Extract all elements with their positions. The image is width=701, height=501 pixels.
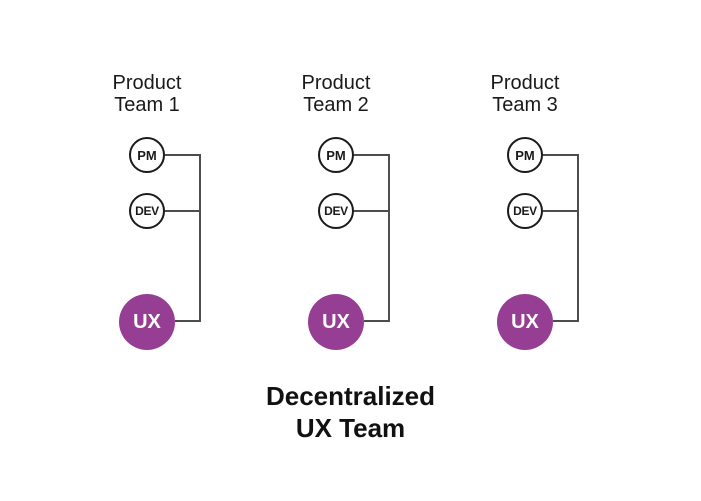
connector-pm-line-1: [165, 154, 201, 156]
team-title-3: Product Team 3: [465, 72, 585, 116]
ux-circle-2: UX: [308, 294, 364, 350]
team-title-1: Product Team 1: [87, 72, 207, 116]
ux-circle-1: UX: [119, 294, 175, 350]
team-title-3-line2: Team 3: [492, 94, 558, 116]
diagram-caption-line1: Decentralized: [265, 381, 436, 411]
pm-circle-2: PM: [318, 137, 354, 173]
connector-ux-line-2: [364, 320, 390, 322]
pm-circle-3: PM: [507, 137, 543, 173]
dev-circle-3: DEV: [507, 193, 543, 229]
team-group-2: Product Team 2 PM DEV UX: [276, 0, 446, 501]
team-group-1: Product Team 1 PM DEV UX: [87, 0, 257, 501]
connector-dev-line-3: [543, 210, 579, 212]
dev-circle-1: DEV: [129, 193, 165, 229]
ux-label-3: UX: [511, 310, 539, 333]
connector-pm-line-3: [543, 154, 579, 156]
connector-vertical-line-1: [199, 155, 201, 322]
dev-circle-2: DEV: [318, 193, 354, 229]
connector-dev-line-2: [354, 210, 390, 212]
diagram-caption: Decentralized UX Team: [0, 380, 701, 444]
connector-ux-line-1: [175, 320, 201, 322]
team-title-3-line1: Product: [490, 72, 560, 94]
team-title-2-line2: Team 2: [303, 94, 369, 116]
pm-label-2: PM: [326, 147, 346, 163]
ux-label-1: UX: [133, 310, 161, 333]
pm-circle-1: PM: [129, 137, 165, 173]
connector-dev-line-1: [165, 210, 201, 212]
pm-label-1: PM: [137, 147, 157, 163]
team-group-3: Product Team 3 PM DEV UX: [465, 0, 635, 501]
dev-label-3: DEV: [513, 204, 537, 218]
connector-ux-line-3: [553, 320, 579, 322]
diagram-caption-line2: UX Team: [295, 413, 406, 443]
team-title-1-line2: Team 1: [114, 94, 180, 116]
team-title-2-line1: Product: [301, 72, 371, 94]
ux-label-2: UX: [322, 310, 350, 333]
connector-vertical-line-3: [577, 155, 579, 322]
team-title-2: Product Team 2: [276, 72, 396, 116]
team-title-1-line1: Product: [112, 72, 182, 94]
pm-label-3: PM: [515, 147, 535, 163]
connector-vertical-line-2: [388, 155, 390, 322]
ux-circle-3: UX: [497, 294, 553, 350]
dev-label-2: DEV: [324, 204, 348, 218]
connector-pm-line-2: [354, 154, 390, 156]
dev-label-1: DEV: [135, 204, 159, 218]
